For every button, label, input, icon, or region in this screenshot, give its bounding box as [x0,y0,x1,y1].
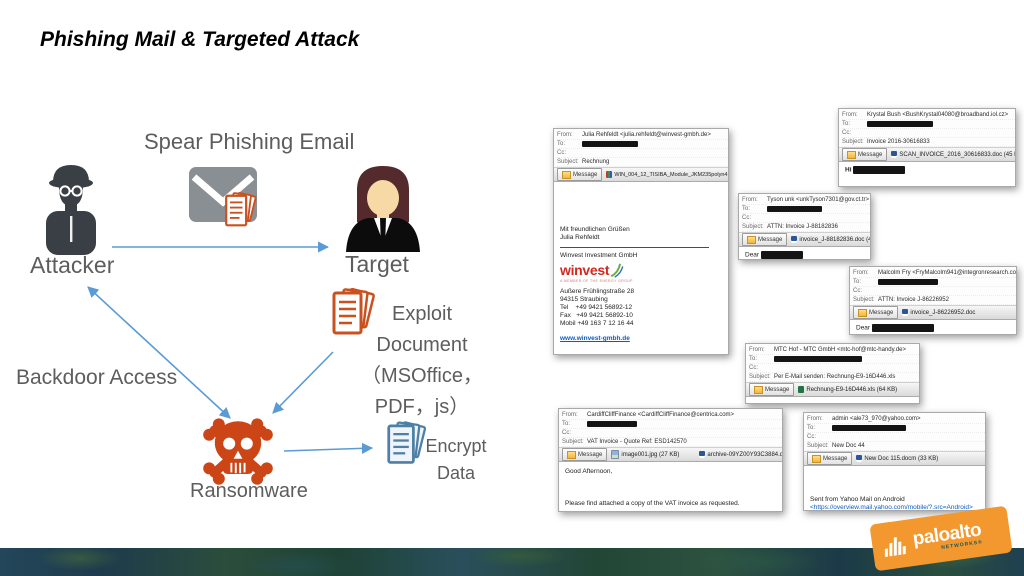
ransomware-skull-icon [203,418,273,485]
email-screenshot-tyson: From:Tyson unk <unkTyson7301@gov.ct.tr> … [738,193,871,260]
message-attachment-row: Message invoice_J-88182836.doc (42 KB) [739,232,870,247]
malicious-attachment-icon [225,192,257,227]
signature-address: Außere Frühlingstraße 28 94315 Straubing… [560,288,635,327]
paloalto-logo: paloalto NETWORKS® [869,505,1013,572]
message-icon [567,450,576,459]
redaction-bar [853,166,906,174]
message-tab[interactable]: Message [749,383,795,396]
image-file-icon [611,450,620,459]
email-screenshot-malcolm: From:Malcolm Fry <FryMalcolm941@integron… [849,266,1017,335]
message-tab[interactable]: Message [853,306,899,319]
message-icon [562,170,571,179]
email-header: From:Tyson unk <unkTyson7301@gov.ct.tr> … [739,194,870,232]
winvest-logo-swoosh [610,263,624,278]
winvest-logo: winvest A MEMBER OF THE ENERGY GROUP [560,262,633,283]
word-doc-icon [902,309,909,316]
email-body: Mit freundlichen Grüßen Julia Rehfeldt W… [554,182,728,347]
email-screenshot-yahoo: From:admin <ale73_970@yahoo.com> To: Cc:… [803,412,986,511]
email-body: Sent from Yahoo Mail on Android <https:/… [804,466,985,511]
email-body: Good Afternoon, Please find attached a c… [565,468,740,507]
attachment-chip[interactable]: SCAN_INVOICE_2016_30616833.doc (45 KB) [891,151,1015,158]
redaction-bar [760,251,803,259]
diagram-arrows [87,241,374,454]
exploit-document-label: Exploit Document （MSOffice， PDF，js） [361,303,483,418]
email-header: From:MTC Hof - MTC GmbH <mtc-hof@mtc-han… [746,344,919,382]
word-doc-icon [891,151,898,158]
word-doc-icon [699,451,706,458]
excel-file-icon [798,386,805,393]
attachment-chip[interactable]: image001.jpg (27 KB) [611,450,679,459]
encrypted-data-icon [387,421,427,464]
email-header: From:Julia Rehfeldt <julia.rehfeldt@winv… [554,129,728,167]
message-icon [747,235,756,244]
message-tab[interactable]: Message [807,452,853,465]
arrow-ransomware-to-encrypt [283,442,374,454]
message-attachment-row: Message SCAN_INVOICE_2016_30616833.doc (… [839,147,1015,162]
spear-phishing-label: Spear Phishing Email [144,129,355,154]
email-header: From:admin <ale73_970@yahoo.com> To: Cc:… [804,413,985,451]
word-doc-icon [791,236,798,243]
message-tab[interactable]: Message [742,233,788,246]
footer-photo-strip [0,548,1024,576]
zip-file-icon [606,171,613,178]
redaction-bar [587,421,637,427]
target-label: Target [345,251,409,277]
redaction-bar [867,121,933,127]
email-screenshot-mtc: From:MTC Hof - MTC GmbH <mtc-hof@mtc-han… [745,343,920,404]
backdoor-access-label: Backdoor Access [16,366,178,389]
message-attachment-row: Message Rechnung-E9-16D446.xls (64 KB) [746,382,919,397]
message-icon [858,308,867,317]
email-screenshot-cardiff: From:CardiffCliffFinance <CardiffCliffFi… [558,408,783,512]
attacker-label: Attacker [30,252,115,278]
redaction-bar [582,141,638,147]
attachment-chip[interactable]: Rechnung-E9-16D446.xls (64 KB) [798,386,897,393]
attachment-chip[interactable]: WIN_004_12_TISIBA_Module_JKM235polyn4.zi… [606,171,728,178]
email-header: From:Malcolm Fry <FryMalcolm941@integron… [850,267,1016,305]
paloalto-logo-mark [884,536,906,557]
attachment-chip[interactable]: invoice_J-86226952.doc [902,309,975,316]
redaction-bar [774,356,862,362]
message-tab[interactable]: Message [562,448,608,461]
email-screenshot-winvest: From:Julia Rehfeldt <julia.rehfeldt@winv… [553,128,729,355]
arrow-exploit-to-ransomware [272,351,334,414]
winvest-link[interactable]: www.winvest-gmbh.de [560,335,630,342]
email-body: Dear [850,320,1016,334]
message-icon [847,150,856,159]
target-person-icon [346,166,420,252]
attacker-icon [46,165,96,255]
arrow-backdoor-two-way [87,286,231,419]
message-tab[interactable]: Message [557,168,603,181]
redaction-bar [878,279,938,285]
message-icon [754,385,763,394]
redaction-bar [767,206,822,212]
message-attachment-row: Message invoice_J-86226952.doc [850,305,1016,320]
attachment-chip[interactable]: invoice_J-88182836.doc (42 KB) [791,236,870,243]
message-attachment-row: Message New Doc 115.docm (33 KB) [804,451,985,466]
message-attachment-row: Message WIN_004_12_TISIBA_Module_JKM235p… [554,167,728,182]
email-body: Hi [839,162,1015,179]
word-doc-icon [856,455,863,462]
signature-divider [560,247,710,248]
slide-title: Phishing Mail & Targeted Attack [40,28,360,51]
email-header: From:Krystal Bush <BushKrystal04080@broa… [839,109,1015,147]
email-screenshot-krystal: From:Krystal Bush <BushKrystal04080@broa… [838,108,1016,187]
redaction-bar [832,425,906,431]
message-attachment-row: Message image001.jpg (27 KB) archive-09Y… [559,447,782,462]
exploit-document-icon [332,287,375,335]
attachment-chip[interactable]: New Doc 115.docm (33 KB) [856,455,938,462]
yahoo-mail-link[interactable]: <https://overview.mail.yahoo.com/mobile/… [810,504,973,511]
email-header: From:CardiffCliffFinance <CardiffCliffFi… [559,409,782,447]
email-body: Dear [739,247,870,259]
encrypt-data-label: Encrypt Data [425,436,487,483]
attachment-chip[interactable]: archive-09YZ00Y93C3884.docm (42 KB) [699,451,782,458]
message-tab[interactable]: Message [842,148,888,161]
redaction-bar [871,324,934,332]
message-icon [812,454,821,463]
ransomware-label: Ransomware [190,480,308,502]
